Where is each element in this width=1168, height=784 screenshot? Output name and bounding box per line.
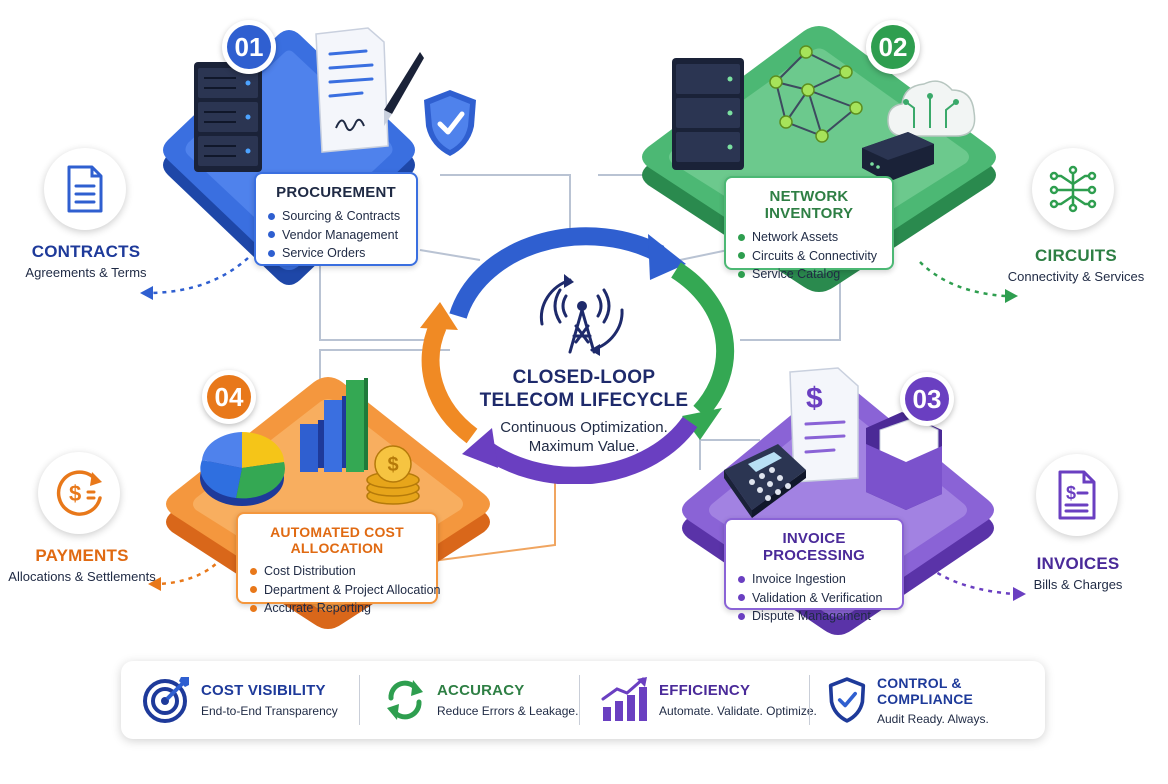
center-title: CLOSED-LOOP [512,367,656,388]
document-icon [67,165,103,213]
network-mesh-icon [769,45,863,143]
network-inventory-card: NETWORK INVENTORY Network Assets Circuit… [724,176,894,281]
list-item: Department & Project Allocation [250,581,440,600]
pie-chart-icon [200,432,285,506]
bullet-icon [268,212,275,220]
bullet-icon [738,575,745,583]
coins-icon: $ [366,445,420,505]
list-item: Vendor Management [268,226,404,245]
stage-title: NETWORK INVENTORY [764,188,854,222]
invoice-processing-card: INVOICE PROCESSING Invoice Ingestion Val… [724,518,904,623]
refresh-icon [387,680,423,720]
router-icon [862,132,934,182]
circuits-icon-circle [1032,148,1114,230]
shield-check-icon [828,677,866,723]
cost-allocation-card: AUTOMATED COST ALLOCATION Cost Distribut… [236,512,440,615]
contracts-icon-circle [44,148,126,230]
target-icon [143,677,189,723]
stage-number-badge: 04 [202,370,256,424]
list-item: Sourcing & Contracts [268,207,404,226]
invoice-icon: $ [1058,470,1096,520]
circuits-label: CIRCUITS Connectivity & Services [1007,246,1145,284]
server-rack-icon [194,62,262,172]
center-title-block: CLOSED-LOOP TELECOM LIFECYCLE Continuous… [470,366,698,456]
pen-icon [384,52,424,126]
procurement-card: PROCUREMENT Sourcing & Contracts Vendor … [254,172,418,266]
stage-title: PROCUREMENT [276,184,396,201]
bullet-icon [250,604,257,612]
center-title: TELECOM LIFECYCLE [479,390,689,411]
list-item: Circuits & Connectivity [738,247,880,266]
list-item: Service Orders [268,244,404,263]
payments-icon-circle: $ [38,452,120,534]
cloud-circuit-icon [887,80,976,137]
divider [809,675,810,725]
list-item: Invoice Ingestion [738,570,890,589]
bullet-icon [250,586,257,594]
invoices-icon-circle: $ [1036,454,1118,536]
shield-check-icon [424,90,476,156]
dollar-cycle-icon: $ [56,470,102,516]
bullet-icon [738,252,745,260]
contracts-label: CONTRACTS Agreements & Terms [25,242,147,280]
lifecycle-loop-arrows [420,227,735,484]
center-subtitle: Maximum Value. [528,438,640,455]
list-item: Cost Distribution [250,562,424,581]
circuit-icon [1049,165,1097,213]
bullet-icon [738,233,745,241]
invoices-label: INVOICES Bills & Charges [1033,554,1123,592]
contract-document-icon [315,27,389,153]
payments-label: PAYMENTS Allocations & Settlements [8,546,156,584]
stage-number-badge: 02 [866,20,920,74]
svg-text:$: $ [1066,483,1076,503]
svg-text:$: $ [806,382,823,415]
list-item: Network Assets [738,228,880,247]
benefit-cost-visibility: COST VISIBILITY End-to-End Transparency [141,661,338,739]
benefit-control-compliance: CONTROL & COMPLIANCE Audit Ready. Always… [827,661,1045,739]
bar-chart-icon [300,378,368,472]
svg-text:$: $ [387,454,398,476]
divider [579,675,580,725]
benefits-bar: COST VISIBILITY End-to-End Transparency … [121,661,1045,739]
center-subtitle: Continuous Optimization. [500,419,668,436]
benefit-accuracy: ACCURACY Reduce Errors & Leakage. [383,661,578,739]
stage-number-badge: 01 [222,20,276,74]
bullet-icon [738,594,745,602]
divider [359,675,360,725]
folder-icon [866,412,942,510]
list-item: Accurate Reporting [250,599,424,618]
bullet-icon [250,567,257,575]
cell-tower-icon [539,274,624,356]
server-rack-icon [672,58,744,170]
calculator-icon [724,444,806,518]
stage-title: INVOICE PROCESSING [762,530,866,564]
stage-title: AUTOMATED COST ALLOCATION [270,524,404,556]
list-item: Service Catalog [738,265,880,284]
list-item: Dispute Management [738,607,890,626]
benefit-efficiency: EFFICIENCY Automate. Validate. Optimize. [601,661,817,739]
svg-text:$: $ [69,481,81,506]
list-item: Validation & Verification [738,589,890,608]
stage-number-badge: 03 [900,372,954,426]
bullet-icon [738,270,745,278]
bullet-icon [738,612,745,620]
growth-chart-icon [601,677,647,721]
bullet-icon [268,249,275,257]
bullet-icon [268,231,275,239]
